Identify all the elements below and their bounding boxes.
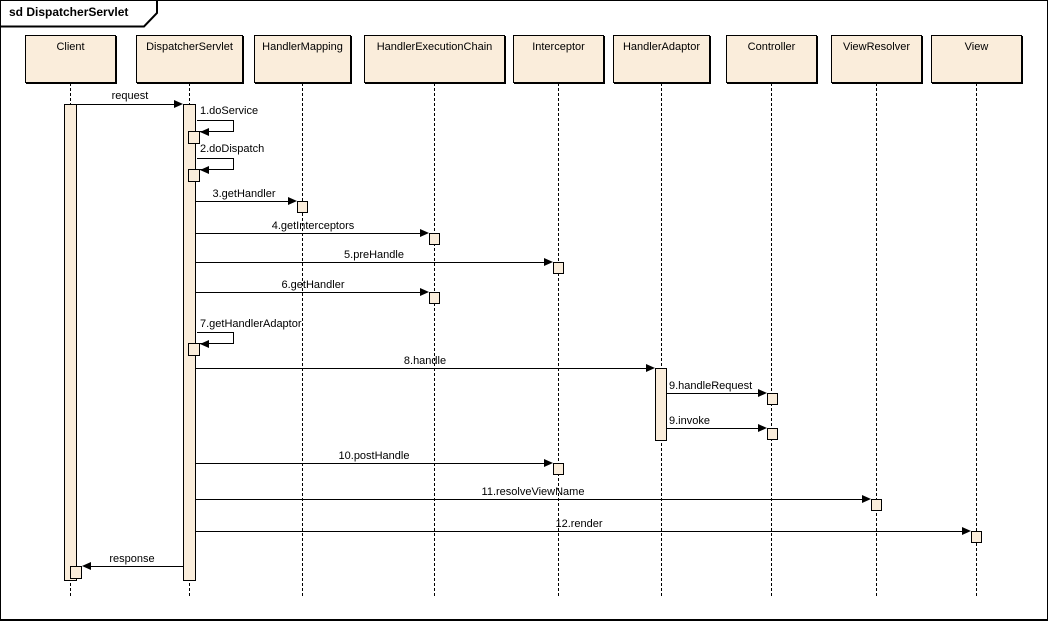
participant-handler-adaptor: HandlerAdaptor [613,35,710,83]
lifeline-handler-adaptor [661,83,662,596]
activation-client [64,104,77,581]
participant-client: Client [25,35,116,83]
target-activation-invoke [767,428,778,440]
arrowhead-handle [646,364,655,372]
arrowhead-doservice [200,128,209,136]
message-line-gethandler3 [196,201,288,202]
message-line-handlerequest [667,393,758,394]
lifeline-controller [771,83,772,596]
target-activation-render [971,531,982,543]
arrowhead-handlerequest [758,389,767,397]
message-line-invoke [667,428,758,429]
message-label-doservice: 1.doService [200,105,259,117]
arrowhead-prehandle [544,258,553,266]
participant-interceptor: Interceptor [513,35,604,83]
participant-label: View [964,41,989,53]
arrowhead-resolveviewname [862,495,871,503]
message-label-response: response [109,553,155,565]
participant-dispatcher-servlet: DispatcherServlet [136,35,243,83]
message-label-gethandler3: 3.getHandler [212,188,276,200]
participant-label: HandlerExecutionChain [376,41,493,53]
diagram-title: sd DispatcherServlet [9,5,129,19]
participant-view-resolver: ViewResolver [831,35,922,83]
message-label-resolveviewname: 11.resolveViewName [481,486,585,498]
target-activation-posthandle [553,463,564,475]
target-activation-resolveviewname [871,499,882,511]
target-activation-prehandle [553,262,564,274]
participant-view: View [931,35,1022,83]
message-line-posthandle [196,463,544,464]
participant-label: HandlerMapping [262,41,343,53]
message-label-render: 12.render [555,518,603,530]
arrowhead-request [174,100,183,108]
arrowhead-response [82,562,91,570]
arrowhead-gethandler6 [420,288,429,296]
participant-label: Interceptor [532,41,585,53]
message-label-gethandleradaptor: 7.getHandlerAdaptor [200,318,302,330]
activation-handler-adaptor [655,368,667,441]
arrowhead-posthandle [544,459,553,467]
lifeline-view [976,83,977,596]
nested-activation-dodispatch [188,169,200,182]
activation-dispatcher-servlet [183,104,196,581]
self-loop-gethandleradaptor [197,332,234,344]
message-line-prehandle [196,262,544,263]
participant-label: Controller [747,41,796,53]
self-loop-doservice [197,120,234,132]
arrowhead-dodispatch [200,166,209,174]
message-label-handlerequest: 9.handleRequest [669,380,753,392]
arrowhead-getinterceptors [420,229,429,237]
target-activation-handlerequest [767,393,778,405]
participant-handler-execution-chain: HandlerExecutionChain [364,35,505,83]
target-activation-getinterceptors [429,233,440,245]
message-line-resolveviewname [196,499,862,500]
participant-handler-mapping: HandlerMapping [254,35,351,83]
target-activation-gethandler3 [297,201,308,213]
message-label-prehandle: 5.preHandle [344,249,404,261]
message-label-gethandler6: 6.getHandler [281,279,345,291]
participant-label: Client [56,41,85,53]
message-line-request [77,104,174,105]
message-line-response [91,566,183,567]
lifeline-interceptor [558,83,559,596]
message-line-render [196,531,962,532]
frame-label-pentagon [1,1,158,28]
participant-label: DispatcherServlet [146,41,233,53]
self-loop-dodispatch [197,158,234,170]
message-label-dodispatch: 2.doDispatch [200,143,265,155]
message-label-getinterceptors: 4.getInterceptors [271,220,355,232]
lifeline-view-resolver [876,83,877,596]
nested-activation-response [70,566,82,579]
participant-label: ViewResolver [842,41,911,53]
message-line-getinterceptors [196,233,420,234]
arrowhead-invoke [758,424,767,432]
lifeline-handler-execution-chain [434,83,435,596]
message-label-invoke: 9.invoke [669,415,710,427]
lifeline-handler-mapping [302,83,303,596]
participant-label: HandlerAdaptor [622,41,701,53]
message-label-posthandle: 10.postHandle [338,450,410,462]
arrowhead-render [962,527,971,535]
target-activation-gethandler6 [429,292,440,304]
nested-activation-doservice [188,131,200,144]
message-label-request: request [111,90,149,102]
arrowhead-gethandleradaptor [200,340,209,348]
nested-activation-gethandleradaptor [188,343,200,356]
message-label-handle: 8.handle [403,355,447,367]
arrowhead-gethandler3 [288,197,297,205]
participant-controller: Controller [726,35,817,83]
message-line-handle [196,368,646,369]
message-line-gethandler6 [196,292,420,293]
